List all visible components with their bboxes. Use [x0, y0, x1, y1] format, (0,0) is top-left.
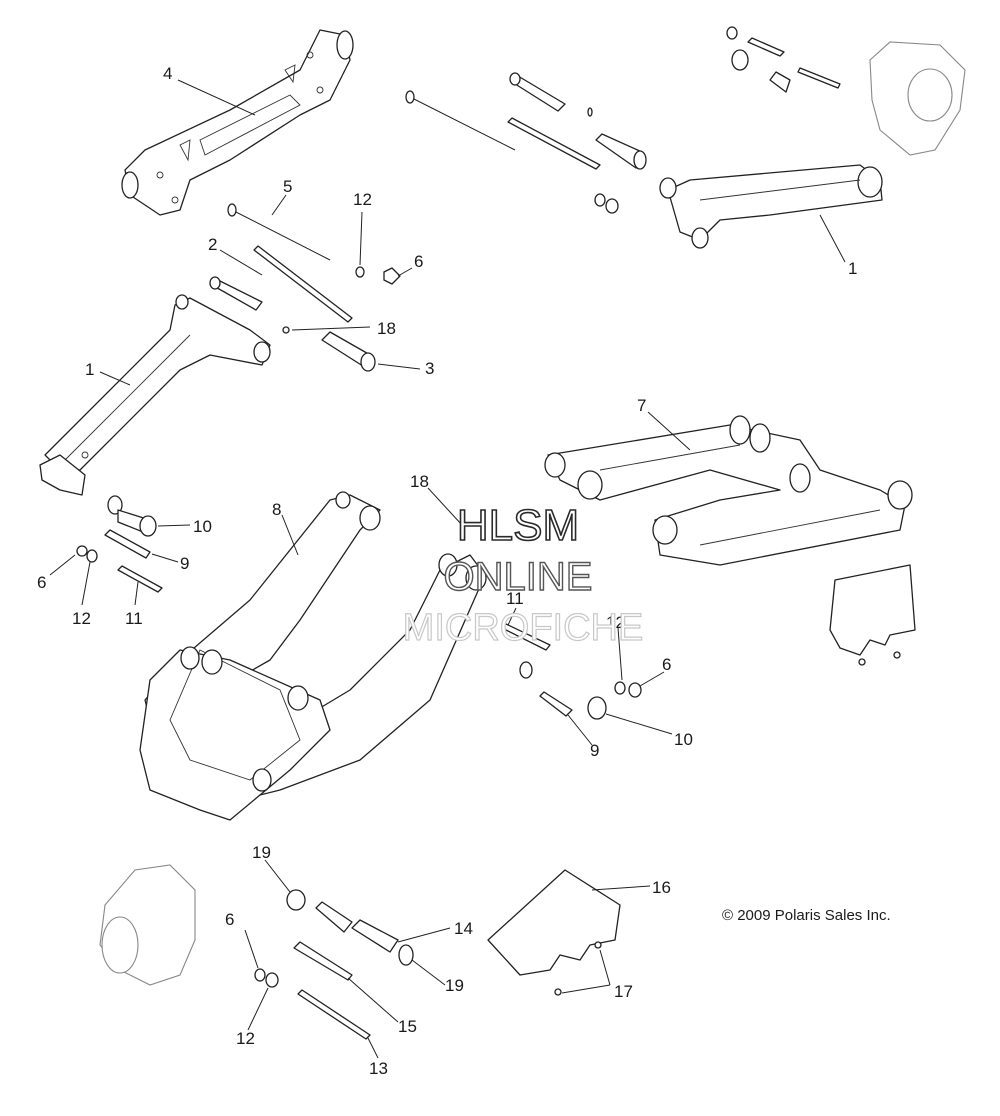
left-lower-hardware: [76, 495, 163, 593]
callout-label: 8: [272, 500, 281, 519]
callout-label: 9: [590, 741, 599, 760]
callout-label: 7: [637, 396, 646, 415]
part-8-swing-arm: [139, 491, 487, 821]
callout-label: 4: [163, 64, 172, 83]
callout-label: 6: [225, 910, 234, 929]
callout-label: 19: [252, 843, 271, 862]
callout-label: 10: [193, 517, 212, 536]
callout-label: 11: [125, 609, 143, 628]
lower-hardware: [254, 889, 414, 1040]
mid-hardware: [209, 203, 401, 372]
callout-label: 9: [180, 554, 189, 573]
callout-label: 11: [506, 589, 524, 608]
callout-label: 6: [414, 252, 423, 271]
callout-label: 18: [410, 472, 429, 491]
watermark-line-3: MICROFICHE: [403, 607, 644, 649]
callout-label: 12: [72, 609, 91, 628]
callout-label: 14: [454, 919, 473, 938]
guard-plate-right: [829, 564, 916, 666]
part-4-bracket: [121, 29, 354, 216]
callout-label: 5: [283, 177, 292, 196]
callout-label: 2: [208, 235, 217, 254]
callout-label: 19: [445, 976, 464, 995]
watermark-line-2: ONLINE: [444, 555, 593, 599]
part-7-arm: [544, 415, 913, 566]
callout-label: 12: [606, 613, 625, 632]
copyright-notice: © 2009 Polaris Sales Inc.: [722, 907, 891, 924]
leader-lines: [49, 79, 846, 1059]
callout-label: 17: [614, 982, 633, 1001]
callout-label: 1: [848, 259, 857, 278]
spindle-upper: [869, 41, 966, 156]
callout-label: 16: [652, 878, 671, 897]
callout-label: 10: [674, 730, 693, 749]
callout-label: 15: [398, 1017, 417, 1036]
callout-label: 3: [425, 359, 434, 378]
part-16-guard-plate: [487, 869, 621, 996]
callout-label: 6: [662, 655, 671, 674]
callout-label: 13: [369, 1059, 388, 1078]
watermark-line-1: HLSM: [457, 501, 579, 550]
callout-label: 12: [353, 190, 372, 209]
part-1-trailing-arm: [39, 294, 271, 496]
callouts: 4 5 12 2 6 18 3 1 1 7 8 18 10 9 6 12 11 …: [37, 64, 857, 1078]
callout-label: 12: [236, 1029, 255, 1048]
callout-label: 18: [377, 319, 396, 338]
spindle-lower: [99, 864, 196, 986]
watermark: HLSM ONLINE MICROFICHE: [402, 500, 644, 649]
callout-label: 6: [37, 573, 46, 592]
part-1-upper-arm: [659, 164, 883, 249]
callout-label: 1: [85, 360, 94, 379]
right-mid-hardware: [501, 623, 642, 720]
upper-hardware: [405, 26, 841, 214]
